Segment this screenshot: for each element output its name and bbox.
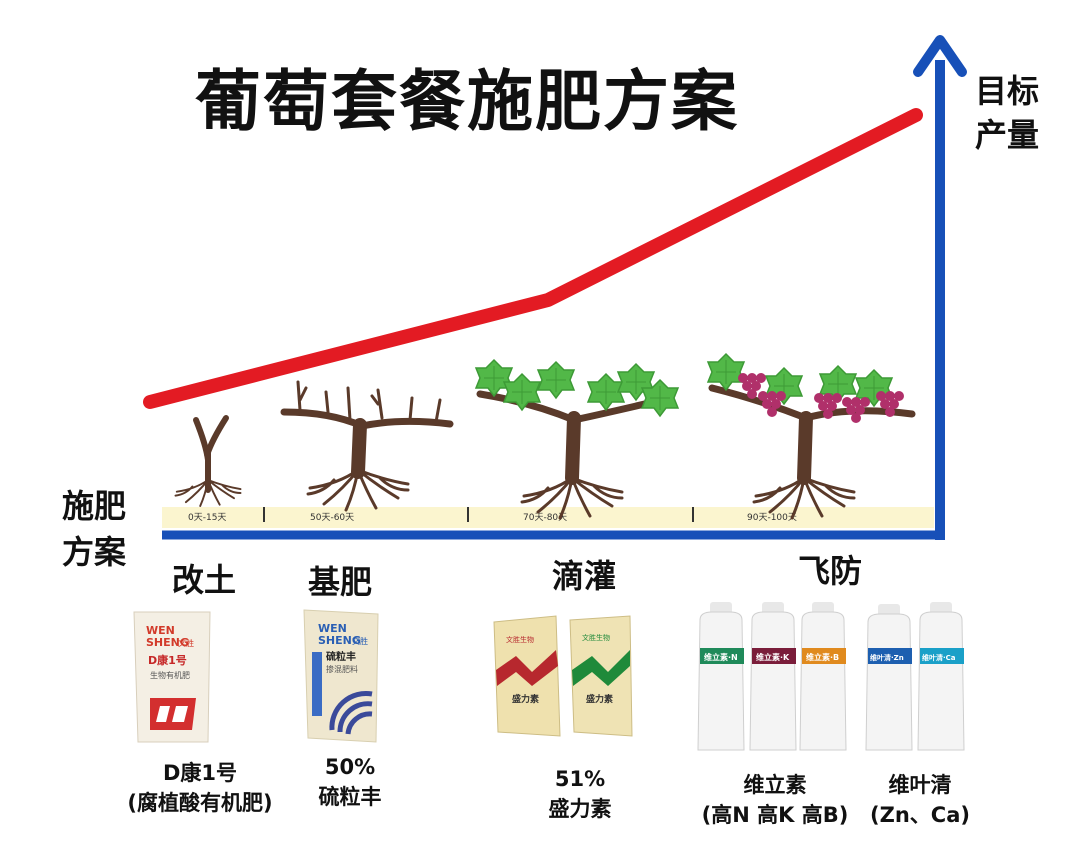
- caption-liulifeng: 50% 硫粒丰: [290, 752, 410, 812]
- grapevine-fruiting: [707, 353, 916, 520]
- liulifeng-brand-cn: 文胜: [352, 636, 368, 646]
- caption-weiyeqing: 维叶清 (Zn、Ca): [860, 770, 980, 830]
- shenglisu-green-name: 盛力素: [586, 693, 613, 705]
- shenglisu-red-name: 盛力素: [512, 693, 539, 705]
- dkang-brand-cn: 文胜: [178, 638, 194, 648]
- stage-soil-improvement: 改土: [172, 561, 237, 599]
- y-axis-label-line2: 产量: [975, 116, 1040, 154]
- time-tick: [263, 507, 265, 522]
- time-label-3: 70天-80天: [523, 513, 568, 523]
- weiyeqing-ca-label: 维叶清·Ca: [922, 653, 956, 662]
- shenglisu-bag-red-image: 文胜生物 盛力素: [493, 615, 561, 737]
- liulifeng-product-name: 硫粒丰: [326, 650, 356, 663]
- caption-liulifeng-line2: 硫粒丰: [318, 785, 382, 809]
- time-band: [162, 507, 934, 528]
- liulifeng-product-type: 掺混肥料: [326, 664, 358, 674]
- time-label-4: 90天-100天: [747, 513, 797, 523]
- weilisu-k-label: 维立素·K: [756, 652, 790, 662]
- stage-drip-irrigation: 滴灌: [552, 557, 617, 595]
- dkang-brand-line2: SHENG: [146, 636, 189, 649]
- weilisu-n-label: 维立素·N: [704, 652, 738, 662]
- weilisu-k-bottle-image: 维立素·K: [749, 602, 797, 751]
- shenglisu-red-brand: 文胜生物: [506, 635, 534, 644]
- shenglisu-green-brand: 文胜生物: [582, 633, 610, 642]
- weilisu-n-bottle-image: 维立素·N: [697, 602, 745, 751]
- weiyeqing-zn-bottle-image: 维叶清·Zn: [865, 604, 913, 751]
- caption-shenglisu-line1: 51%: [554, 767, 606, 791]
- caption-weilisu-line2: (高N 高K 高B): [701, 803, 849, 827]
- time-tick: [467, 507, 469, 522]
- liulifeng-brand-line2: SHENG: [318, 634, 361, 647]
- caption-weilisu: 维立素 (高N 高K 高B): [690, 770, 860, 830]
- page-title: 葡萄套餐施肥方案: [195, 63, 739, 140]
- caption-weilisu-line1: 维立素: [743, 773, 807, 797]
- time-label-2: 50天-60天: [310, 513, 355, 523]
- yield-trend-line: [143, 108, 923, 409]
- y-axis-label-line1: 目标: [975, 72, 1040, 110]
- dkang-product-type: 生物有机肥: [150, 670, 190, 680]
- weilisu-b-label: 维立素·B: [806, 652, 839, 662]
- caption-dkang: D康1号 (腐植酸有机肥): [80, 758, 320, 818]
- caption-weiyeqing-line2: (Zn、Ca): [870, 803, 970, 827]
- y-axis-arrow: [913, 35, 967, 77]
- caption-weiyeqing-line1: 维叶清: [888, 773, 952, 797]
- grapevine-sapling: [174, 415, 242, 507]
- weiyeqing-zn-label: 维叶清·Zn: [870, 653, 904, 662]
- liulifeng-bag-image: WEN SHENG 文胜 硫粒丰 掺混肥料: [303, 609, 379, 743]
- stage-base-fertilizer: 基肥: [308, 563, 373, 601]
- dkang-product-name: D康1号: [148, 653, 187, 667]
- product-packages: WEN SHENG 文胜 D康1号 生物有机肥 WEN SHENG 文胜 硫粒丰…: [133, 602, 965, 751]
- dkang-bag-image: WEN SHENG 文胜 D康1号 生物有机肥: [133, 611, 211, 743]
- dkang-brand-line1: WEN: [146, 624, 175, 637]
- time-tick: [692, 507, 694, 522]
- time-label-1: 0天-15天: [188, 513, 227, 523]
- x-axis-label-line2: 方案: [62, 533, 127, 571]
- x-axis-label-line1: 施肥: [62, 487, 127, 525]
- grapevine-pruned: [280, 380, 454, 512]
- weiyeqing-ca-bottle-image: 维叶清·Ca: [917, 602, 965, 751]
- weilisu-b-bottle-image: 维立素·B: [799, 602, 847, 751]
- caption-liulifeng-line1: 50%: [324, 755, 376, 779]
- stage-aerial-spraying: 飞防: [798, 552, 863, 590]
- caption-dkang-line1: D康1号: [162, 761, 238, 785]
- caption-shenglisu: 51% 盛力素: [520, 764, 640, 824]
- liulifeng-brand-line1: WEN: [318, 622, 347, 635]
- caption-shenglisu-line2: 盛力素: [548, 797, 612, 821]
- shenglisu-bag-green-image: 文胜生物 盛力素: [569, 615, 633, 737]
- caption-dkang-line2: (腐植酸有机肥): [127, 791, 273, 815]
- grapevine-leafing: [475, 359, 679, 520]
